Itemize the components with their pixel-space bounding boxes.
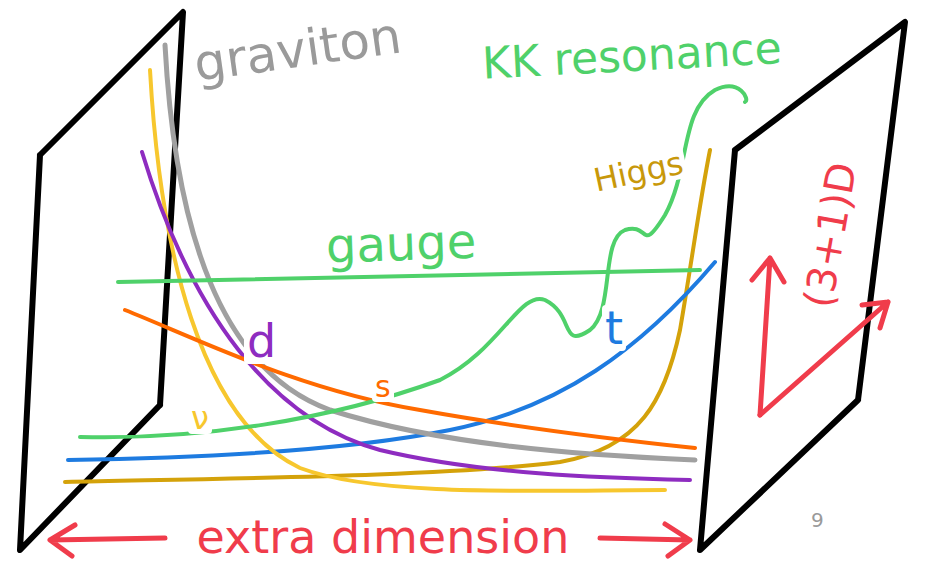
graviton-label: graviton [188,10,407,89]
graviton-profile [165,45,695,460]
top-profile [68,262,715,460]
nu-label: ν [188,402,212,434]
gauge-label: gauge [322,217,480,270]
gauge-profile [118,270,700,282]
t-label: t [602,305,626,351]
dimension-label: (3+1)D [797,156,863,313]
d-label: d [244,318,279,364]
kk-resonance-profile [80,86,746,437]
right-brane [700,22,905,550]
page-number: 9 [808,510,827,530]
s-label: s [372,372,394,402]
kk-resonance-label: KK resonance [478,26,786,86]
extra-dimension-label: extra dimension [194,514,573,560]
